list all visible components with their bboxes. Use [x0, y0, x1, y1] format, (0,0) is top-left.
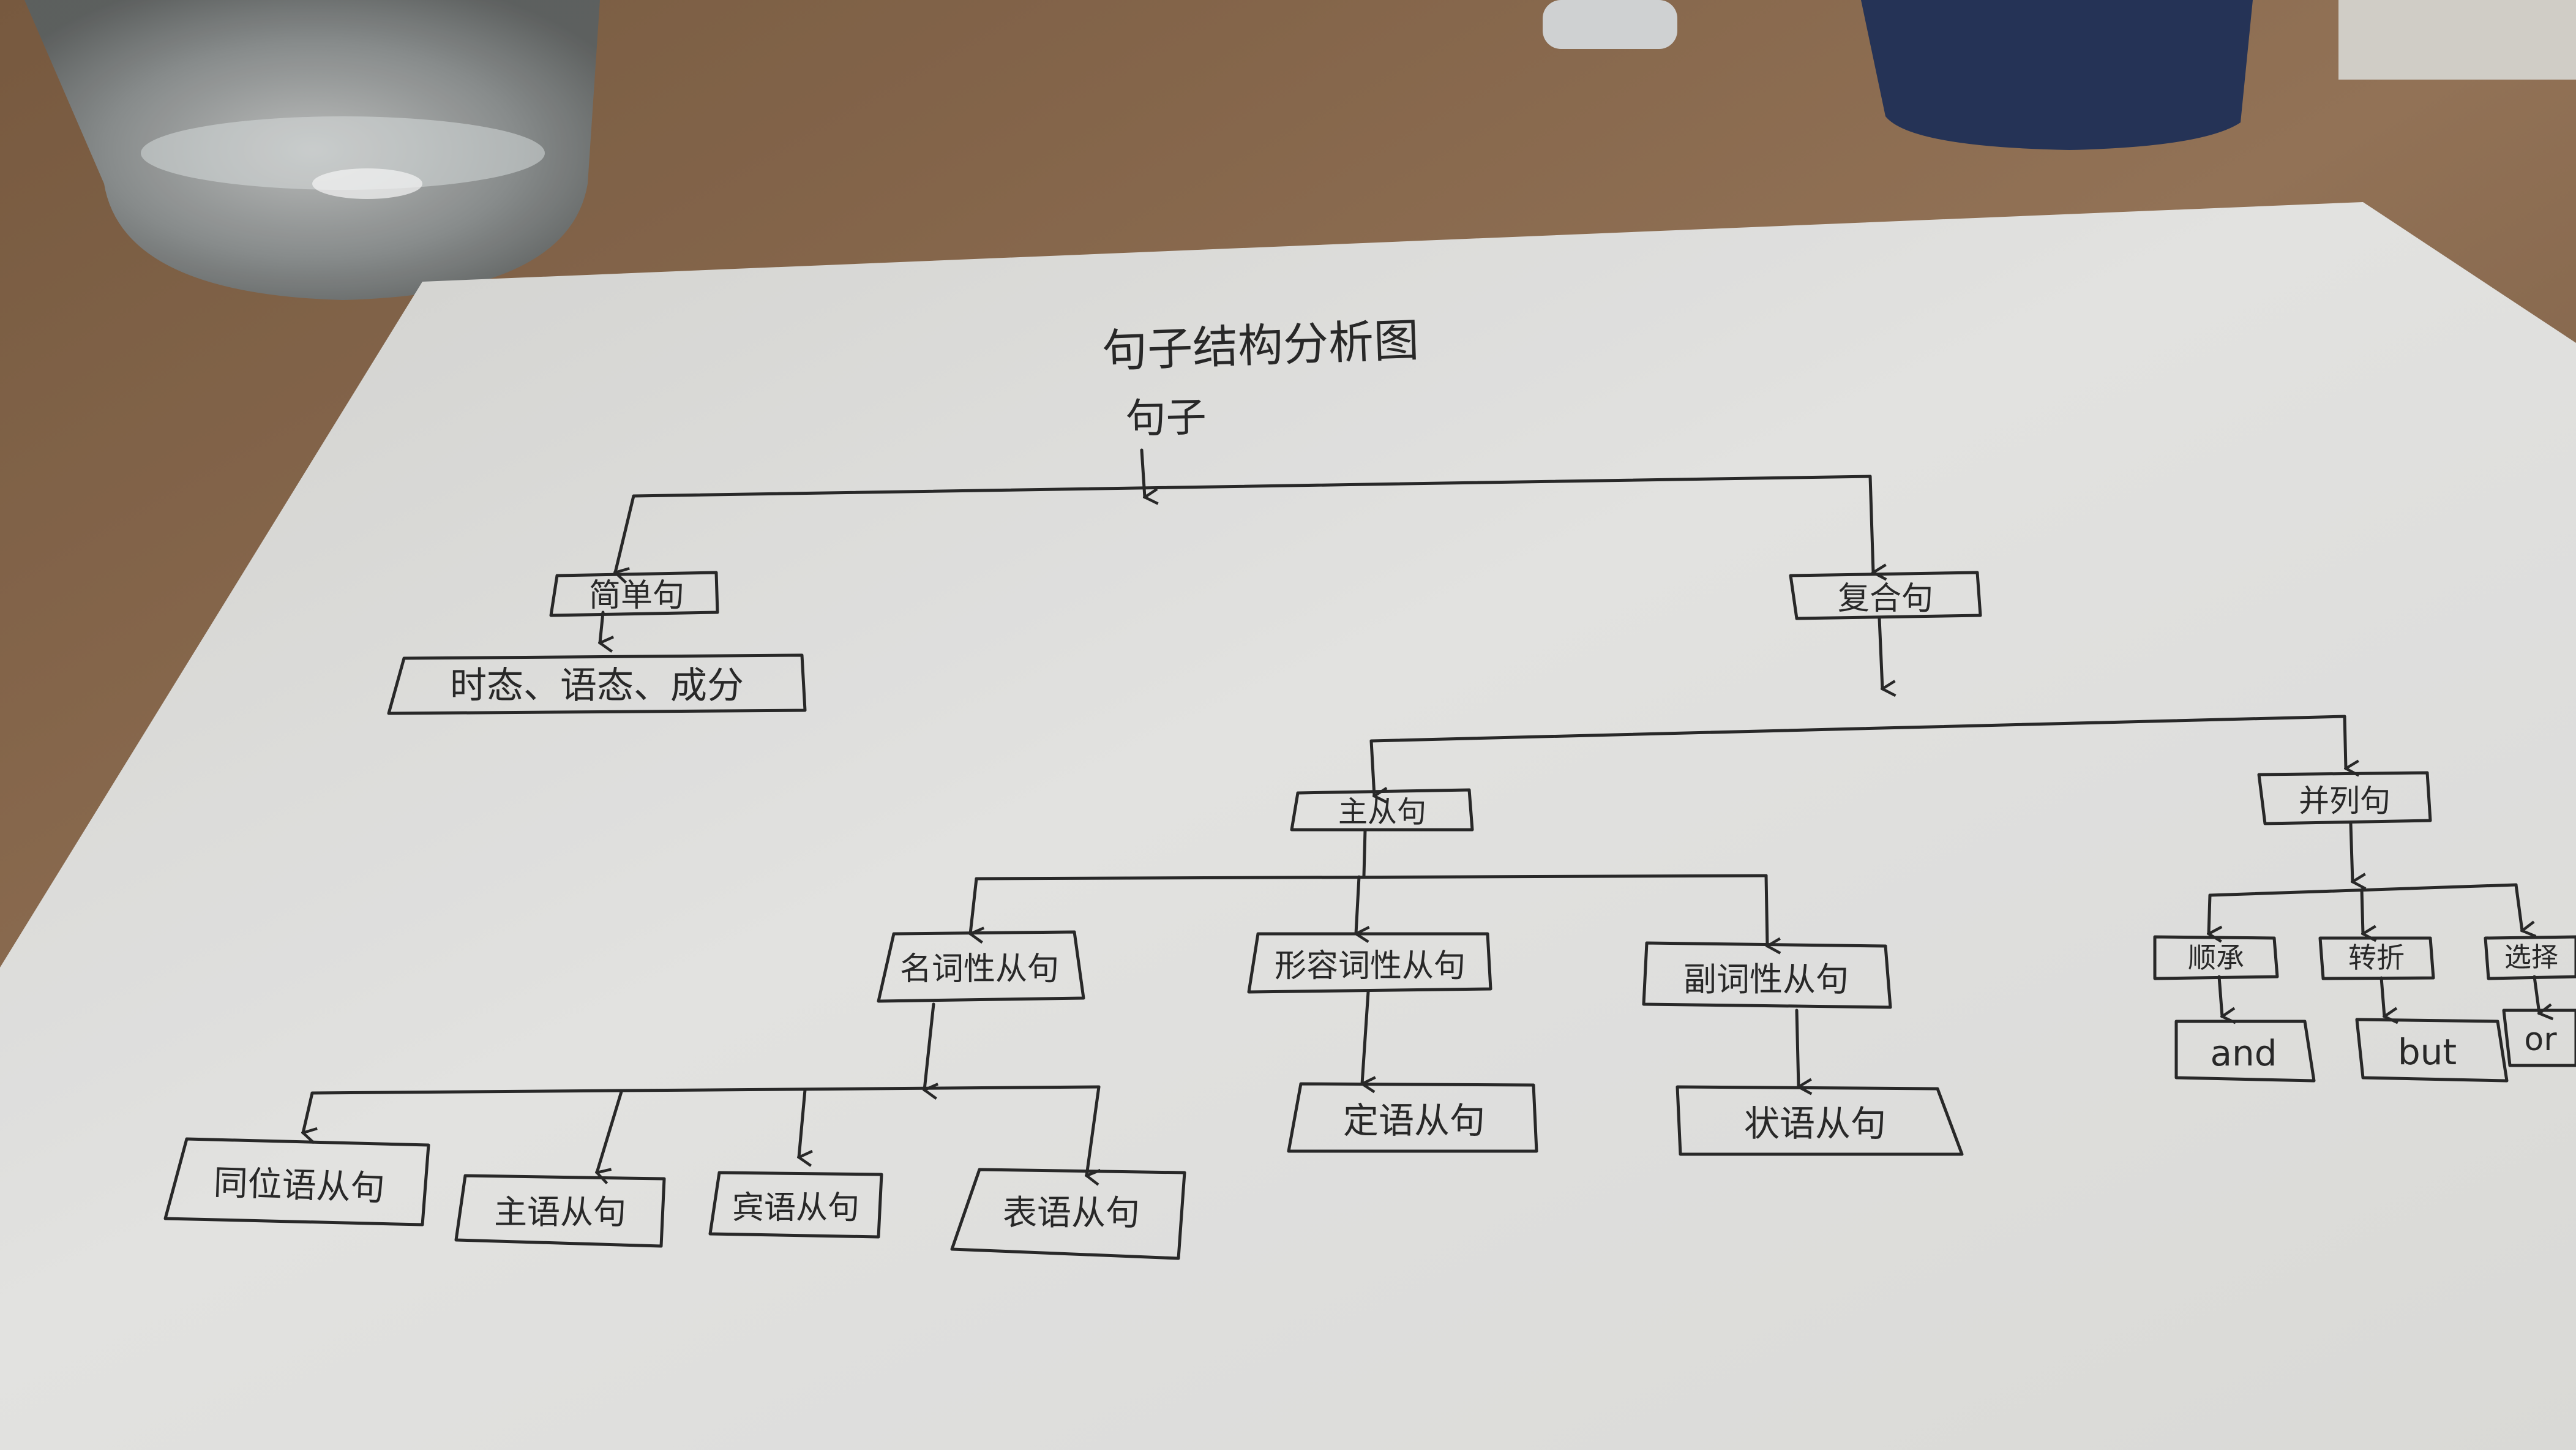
box-adv-clause	[1642, 941, 1892, 1009]
node-sequence: 顺承	[2188, 941, 2244, 974]
node-and: and	[2210, 1032, 2277, 1074]
white-bottle	[1543, 0, 1677, 49]
node-compound: 复合句	[1838, 580, 1933, 617]
paper-sheet	[0, 202, 2576, 1450]
diagram-title: 句子结构分析图	[1101, 314, 1420, 378]
node-or: or	[2524, 1021, 2557, 1058]
node-object: 宾语从句	[732, 1190, 859, 1226]
node-adverbial: 状语从句	[1744, 1103, 1886, 1144]
box-adj-clause	[1247, 932, 1492, 994]
node-simple: 简单句	[589, 577, 684, 614]
box-adverbial	[1676, 1085, 1964, 1156]
node-adv-clause: 副词性从句	[1683, 960, 1849, 999]
box-complex	[1290, 788, 1474, 832]
box-but	[2355, 1018, 2509, 1083]
box-appositive	[163, 1137, 430, 1226]
node-subject: 主语从句	[494, 1193, 626, 1231]
box-choice	[2484, 935, 2576, 980]
root-node-label: 句子	[1125, 394, 1207, 442]
box-simple-detail	[387, 653, 807, 715]
paper-stack	[2338, 0, 2576, 80]
box-compound	[1789, 571, 1982, 620]
box-coordinate	[2257, 771, 2432, 825]
box-contrast	[2318, 936, 2435, 980]
node-simple-detail: 时态、语态、成分	[450, 664, 744, 707]
connectors	[303, 448, 2539, 1176]
node-choice: 选择	[2504, 942, 2558, 973]
blue-container	[1861, 0, 2253, 150]
node-contrast: 转折	[2348, 941, 2405, 974]
box-object	[708, 1171, 883, 1239]
node-coordinate: 并列句	[2299, 783, 2391, 819]
node-attributive: 定语从句	[1343, 1100, 1485, 1141]
node-appositive: 同位语从句	[213, 1163, 386, 1209]
glass-of-water	[24, 0, 600, 300]
node-noun-clause: 名词性从句	[900, 951, 1059, 988]
box-predicative	[950, 1168, 1186, 1260]
box-sequence	[2153, 935, 2279, 980]
box-or	[2502, 1009, 2576, 1067]
box-simple	[549, 571, 719, 617]
node-but: but	[2398, 1031, 2457, 1073]
node-adj-clause: 形容词性从句	[1275, 948, 1466, 985]
box-attributive	[1287, 1082, 1538, 1153]
node-complex: 主从句	[1338, 795, 1426, 829]
node-boxes	[163, 571, 2576, 1260]
box-and	[2174, 1020, 2316, 1083]
box-subject	[454, 1174, 666, 1248]
labels: 句子结构分析图 句子 简单句 时态、语态、成分 复合句 主从句 并列句 名词性从…	[213, 314, 2558, 1233]
box-noun-clause	[877, 930, 1085, 1003]
node-predicative: 表语从句	[1003, 1193, 1140, 1233]
